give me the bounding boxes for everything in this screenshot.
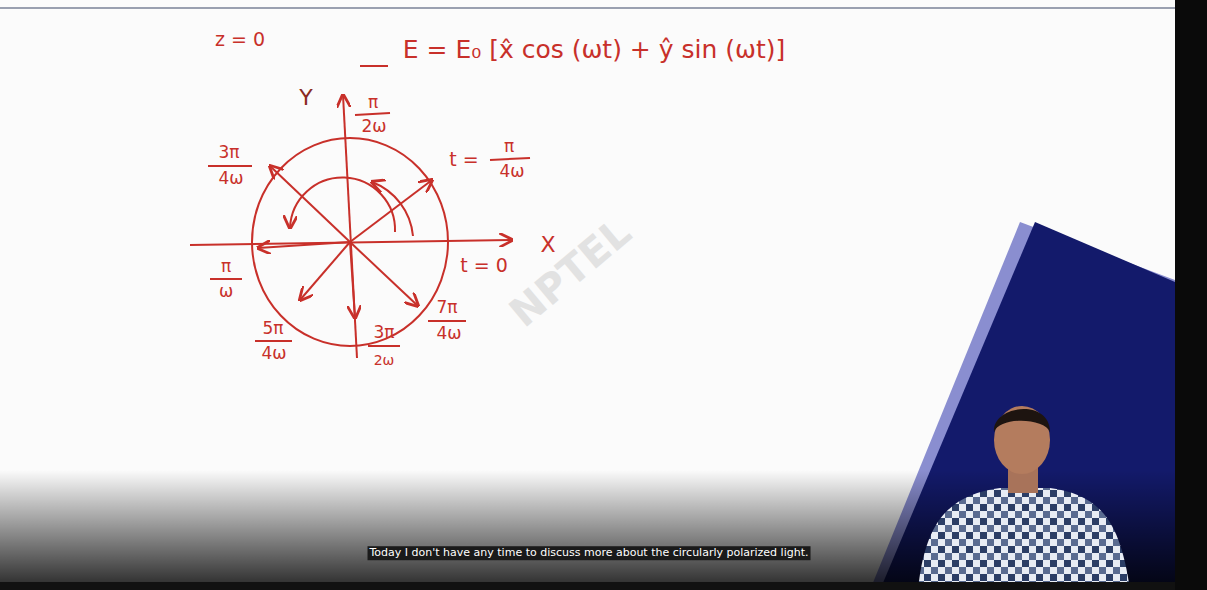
time-denominator: ω [219,283,233,301]
time-denominator: 4ω [218,170,243,188]
time-numerator: 3π [373,324,394,342]
frame-line [0,7,1175,9]
side-bar [1175,0,1207,590]
time-numerator: 7π [436,299,457,317]
time-denominator: 2ω [361,118,386,136]
time-label: t = 0 [460,256,508,276]
field-equation: E = E₀ [x̂ cos (ωt) + ŷ sin (ωt)] [403,37,786,63]
time-denominator: 4ω [499,163,524,181]
time-numerator: π [368,94,378,112]
time-denominator: 4ω [261,345,286,363]
video-shade [0,470,1175,590]
time-denominator: 2ω [374,353,395,368]
time-numerator: 3π [218,144,239,162]
axis-label: Y [299,86,312,109]
time-numerator: π [504,138,514,156]
player-bar [0,582,1175,590]
presenter-figure [918,406,1130,590]
watermark: NPTEL [502,210,638,334]
time-numerator: π [221,258,231,276]
axis-label: X [540,233,555,256]
time-denominator: 4ω [436,325,461,343]
time-prefix: t = [449,150,478,170]
plane-label: z = 0 [215,30,265,50]
time-numerator: 5π [262,320,283,338]
polarization-circle [190,66,530,358]
subtitle: Today I don't have any time to discuss m… [368,546,811,560]
